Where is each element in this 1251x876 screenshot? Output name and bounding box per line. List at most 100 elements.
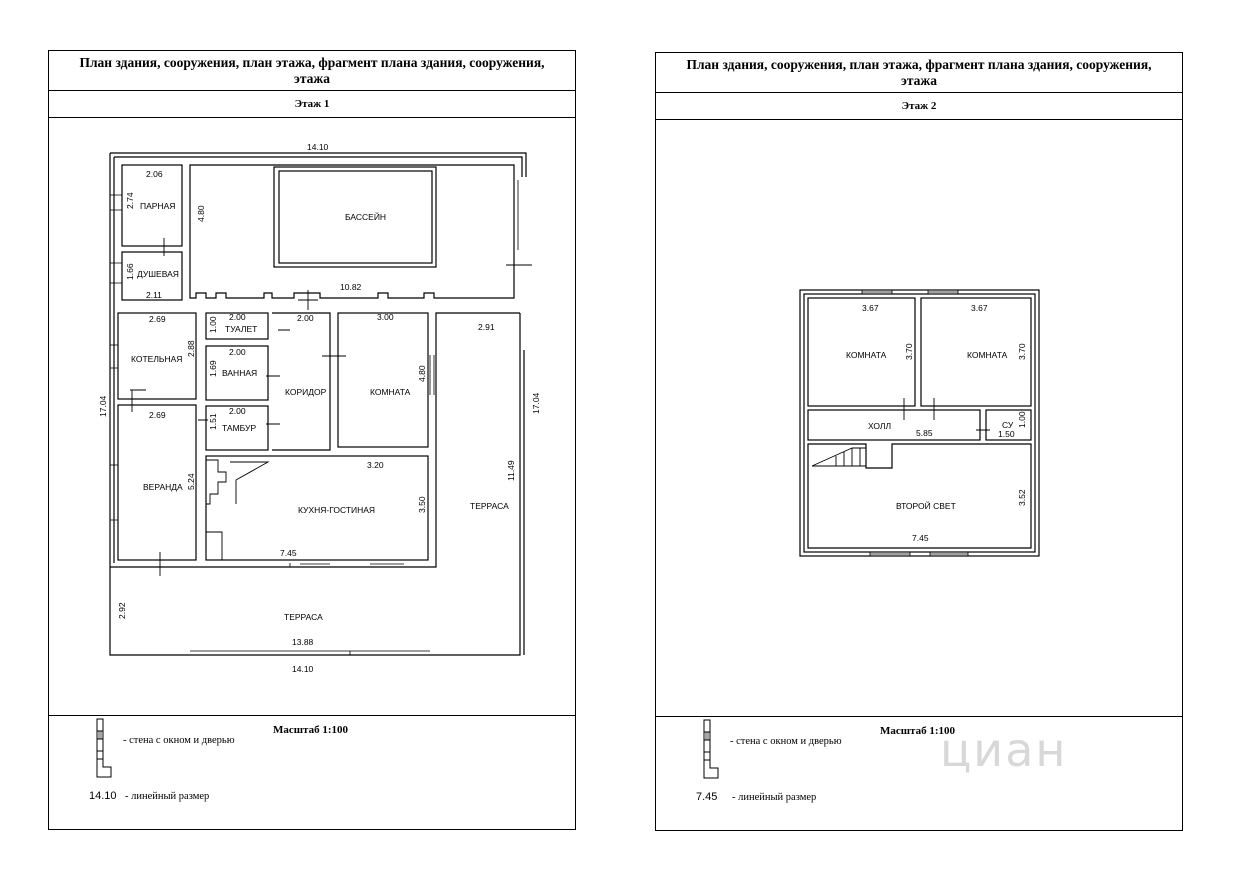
dim-tambur-w: 2.00 — [229, 406, 246, 416]
dim-tualet-w: 2.00 — [229, 312, 246, 322]
door-marks — [903, 398, 990, 431]
koridor-room — [272, 312, 331, 451]
legend-divider — [656, 716, 1182, 717]
room-label-vtoroy-svet: ВТОРОЙ СВЕТ — [896, 500, 956, 511]
komnata-2-room — [920, 297, 1032, 407]
tambur-room — [205, 405, 269, 451]
outer-wall-inner — [803, 293, 1036, 553]
dim-holl-w: 5.85 — [916, 428, 933, 438]
room-label-tualet: ТУАЛЕТ — [225, 324, 257, 334]
dim-komnata-h: 4.80 — [417, 365, 427, 382]
room-label-komnata-2: КОМНАТА — [967, 350, 1008, 360]
dim-left-height: 17.04 — [98, 395, 108, 417]
tualet-room — [205, 312, 269, 340]
dim-bottom-terrasa-w: 13.88 — [292, 637, 314, 647]
su-room — [985, 409, 1032, 441]
veranda-room — [117, 404, 197, 561]
dim-kuhnya-w: 7.45 — [280, 548, 297, 558]
vannaya-room — [205, 345, 269, 401]
room-label-veranda: ВЕРАНДА — [143, 482, 183, 492]
legend-divider — [49, 715, 575, 716]
room-label-holl: ХОЛЛ — [868, 421, 891, 431]
floor-plan-sheet-1: План здания, сооружения, план этажа, фра… — [48, 50, 576, 830]
dim-k1-h: 3.70 — [904, 343, 914, 360]
dim-kuhnya-h: 3.50 — [417, 496, 427, 513]
scale-label: Масштаб 1:100 — [880, 725, 956, 737]
parnaya-room — [121, 164, 183, 247]
dim-kuhnya-w-top: 3.20 — [367, 460, 384, 470]
room-label-su: СУ — [1002, 420, 1014, 430]
dim-vannaya-h: 1.69 — [208, 360, 218, 377]
dushevaya-room — [121, 251, 183, 301]
pool-basin-outer — [273, 166, 437, 268]
dim-veranda-w: 2.69 — [149, 410, 166, 420]
dim-komnata-w: 3.00 — [377, 312, 394, 322]
pool-room — [189, 164, 515, 299]
watermark-text: циан — [940, 723, 1068, 777]
window-marks — [110, 180, 521, 656]
sheet-title: План здания, сооружения, план этажа, фра… — [49, 51, 575, 91]
legend-wall-symbol — [96, 718, 112, 778]
dim-tualet-h: 1.00 — [208, 316, 218, 333]
legend-dim-text: - линейный размер — [125, 791, 210, 802]
dim-su-w: 1.50 — [998, 429, 1015, 439]
room-label-komnata: КОМНАТА — [370, 387, 411, 397]
room-label-dushevaya: ДУШЕВАЯ — [137, 269, 179, 279]
komnata-room — [337, 312, 429, 448]
holl-room — [807, 409, 981, 441]
dim-right-height: 17.04 — [531, 392, 541, 414]
pool-basin-inner — [278, 170, 433, 264]
legend-wall-symbol — [703, 719, 719, 779]
dim-koridor-w: 2.00 — [297, 313, 314, 323]
dim-dush-w: 2.11 — [146, 290, 162, 300]
dim-vs-h: 3.52 — [1017, 489, 1027, 506]
dim-k1-w: 3.67 — [862, 303, 879, 313]
room-label-terrasa-bottom: ТЕРРАСА — [284, 612, 323, 622]
dim-vs-w: 7.45 — [912, 533, 929, 543]
kotelnaya-room — [117, 312, 197, 400]
legend-dim-value: 14.10 — [89, 790, 117, 802]
floor-label: Этаж 1 — [49, 91, 575, 118]
room-label-kuhnya: КУХНЯ-ГОСТИНАЯ — [298, 505, 375, 515]
stairs-1 — [206, 459, 227, 505]
dim-dush-h: 1.66 — [125, 263, 135, 280]
dim-kotel-h: 2.88 — [186, 340, 196, 357]
dim-pool-w: 10.82 — [340, 282, 362, 292]
dim-parnaya-h: 2.74 — [125, 192, 135, 209]
window-marks — [861, 290, 969, 556]
stairs-2 — [811, 447, 866, 467]
dim-bottom-terrasa-h: 2.92 — [117, 602, 127, 619]
dim-k2-w: 3.67 — [971, 303, 988, 313]
legend-wall-text: - стена с окном и дверью — [123, 735, 235, 746]
room-label-komnata-1: КОМНАТА — [846, 350, 887, 360]
legend-dim-text: - линейный размер — [732, 792, 817, 803]
dim-pool-h: 4.80 — [196, 205, 206, 222]
dim-kotel-w: 2.69 — [149, 314, 166, 324]
dim-k2-h: 3.70 — [1017, 343, 1027, 360]
dim-parnaya-w: 2.06 — [146, 169, 163, 179]
outer-wall-inner — [113, 156, 523, 563]
dim-top-width: 14.10 — [307, 142, 329, 152]
floor-plan-sheet-2: План здания, сооружения, план этажа, фра… — [655, 52, 1183, 831]
scale-label: Масштаб 1:100 — [273, 724, 349, 736]
room-label-koridor: КОРИДОР — [285, 387, 327, 397]
outer-wall — [799, 289, 1040, 557]
room-label-parnaya: ПАРНАЯ — [140, 201, 175, 211]
room-label-basseyn: БАССЕЙН — [345, 211, 386, 222]
dim-terrasa-w: 2.91 — [478, 322, 495, 332]
vtoroy-svet-room — [807, 443, 1032, 549]
dim-tambur-h: 1.51 — [208, 413, 218, 430]
sheet-title: План здания, сооружения, план этажа, фра… — [656, 53, 1182, 93]
room-label-tambur: ТАМБУР — [222, 423, 256, 433]
dim-bottom-width: 14.10 — [292, 664, 314, 674]
room-label-terrasa-right: ТЕРРАСА — [470, 501, 509, 511]
outer-wall — [109, 152, 527, 568]
door-marks — [130, 238, 532, 576]
legend-wall-text: - стена с окном и дверью — [730, 736, 842, 747]
dim-terrasa-h: 11.49 — [506, 460, 516, 481]
dim-veranda-h: 5.24 — [186, 473, 196, 490]
komnata-1-room — [807, 297, 916, 407]
dim-su-h: 1.00 — [1017, 411, 1027, 428]
